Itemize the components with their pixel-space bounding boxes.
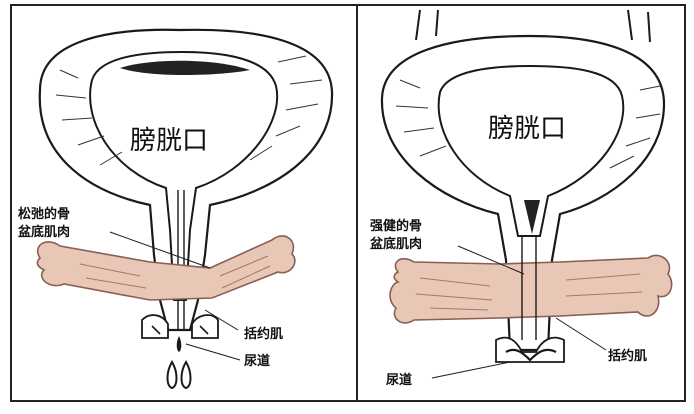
right-sphincter-label: 括约肌 [608, 350, 647, 363]
right-bladder-neck-title: 膀胱口 [488, 116, 566, 142]
left-muscle-label-line1: 松弛的骨 [18, 208, 70, 221]
left-bladder-neck-title: 膀胱口 [130, 128, 208, 154]
right-muscle-label-line2: 盆底肌肉 [370, 238, 422, 251]
right-muscle-label-line1: 强健的骨 [370, 220, 422, 233]
right-bladder-drawing [382, 10, 672, 378]
left-muscle-label-line2: 盆底肌肉 [18, 226, 70, 239]
left-bladder-drawing [37, 30, 332, 388]
left-sphincter-label: 括约肌 [244, 328, 283, 341]
right-pelvic-muscle [390, 255, 672, 322]
left-urethra-label: 尿道 [244, 355, 270, 368]
right-urethra-label: 尿道 [386, 374, 412, 387]
